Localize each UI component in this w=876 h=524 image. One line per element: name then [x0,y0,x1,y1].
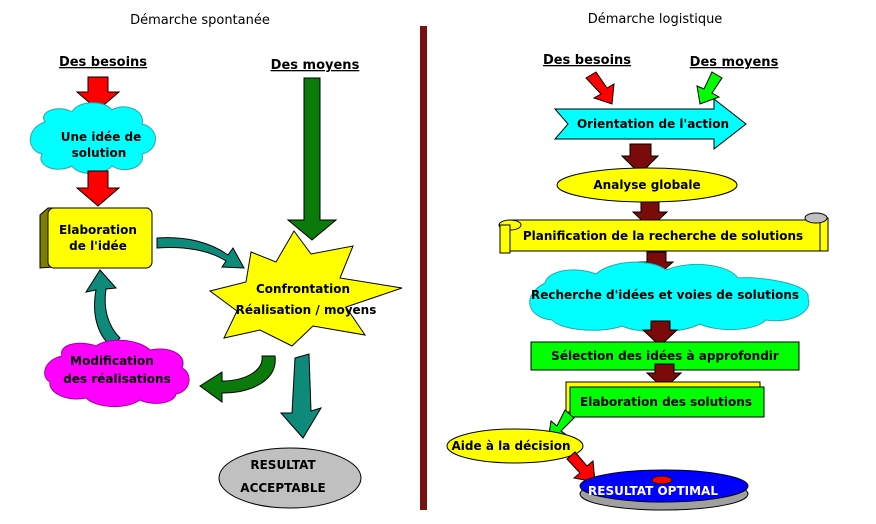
darkred-arrow-icon [620,143,660,175]
divider-bar [420,26,427,510]
red-arrow-icon [75,76,121,111]
red-arrow-icon [75,170,121,207]
elaboration-line-1: Elaboration [59,223,137,237]
orientation-label: Orientation de l'action [577,117,729,131]
result-acceptable-line-2: ACCEPTABLE [240,481,325,495]
recherche-cloud [529,261,810,333]
aide-ellipse [446,428,584,464]
confrontation-star [208,230,403,347]
recherche-label: Recherche d'idées et voies de solutions [531,288,799,302]
teal-curved-arrow-icon [84,269,121,348]
selection-label: Sélection des idées à approfondir [551,349,779,363]
orientation-arrow [553,97,747,151]
result-acceptable-line-1: RESULTAT [250,458,316,472]
elaboration-line-2: de l'idée [69,239,127,253]
confrontation-line-1: Confrontation [256,282,350,296]
darkred-arrow-icon [645,363,683,390]
left-title: Démarche spontanée [130,13,270,28]
right-means-label: Des moyens [690,55,779,70]
idea-cloud [29,102,156,174]
result-optimal-label: RESULTAT OPTIMAL [588,484,718,498]
confrontation-line-2: Réalisation / moyens [236,303,377,317]
result-optimal-disc [579,469,749,511]
left-need-label: Des besoins [59,55,147,70]
planification-label: Planification de la recherche de solutio… [523,229,803,243]
elaboration-box [39,207,153,269]
idea-line-2: solution [72,146,127,160]
green-curved-arrow-icon [199,355,276,403]
modification-blob [44,339,190,407]
red-arrow-icon [585,71,615,105]
red-arrow-icon [566,451,596,483]
elaboration-solutions-box [565,381,765,418]
teal-arrow-icon [156,237,245,269]
planification-scroll [498,212,829,254]
left-means-label: Des moyens [271,58,360,73]
analyse-label: Analyse globale [593,178,700,192]
modification-line-1: Modification [70,354,154,368]
right-need-label: Des besoins [543,53,631,68]
right-title: Démarche logistique [588,12,723,27]
elaboration-solutions-label: Elaboration des solutions [580,395,752,409]
teal-arrow-icon [279,353,323,439]
result-acceptable-ellipse [218,447,362,509]
aide-label: Aide à la décision [452,439,571,453]
green-arrow-icon [696,71,723,105]
green-arrow-icon [286,77,338,241]
modification-line-2: des réalisations [63,372,170,386]
darkred-arrow-icon [641,320,679,347]
idea-line-1: Une idée de [61,130,142,144]
